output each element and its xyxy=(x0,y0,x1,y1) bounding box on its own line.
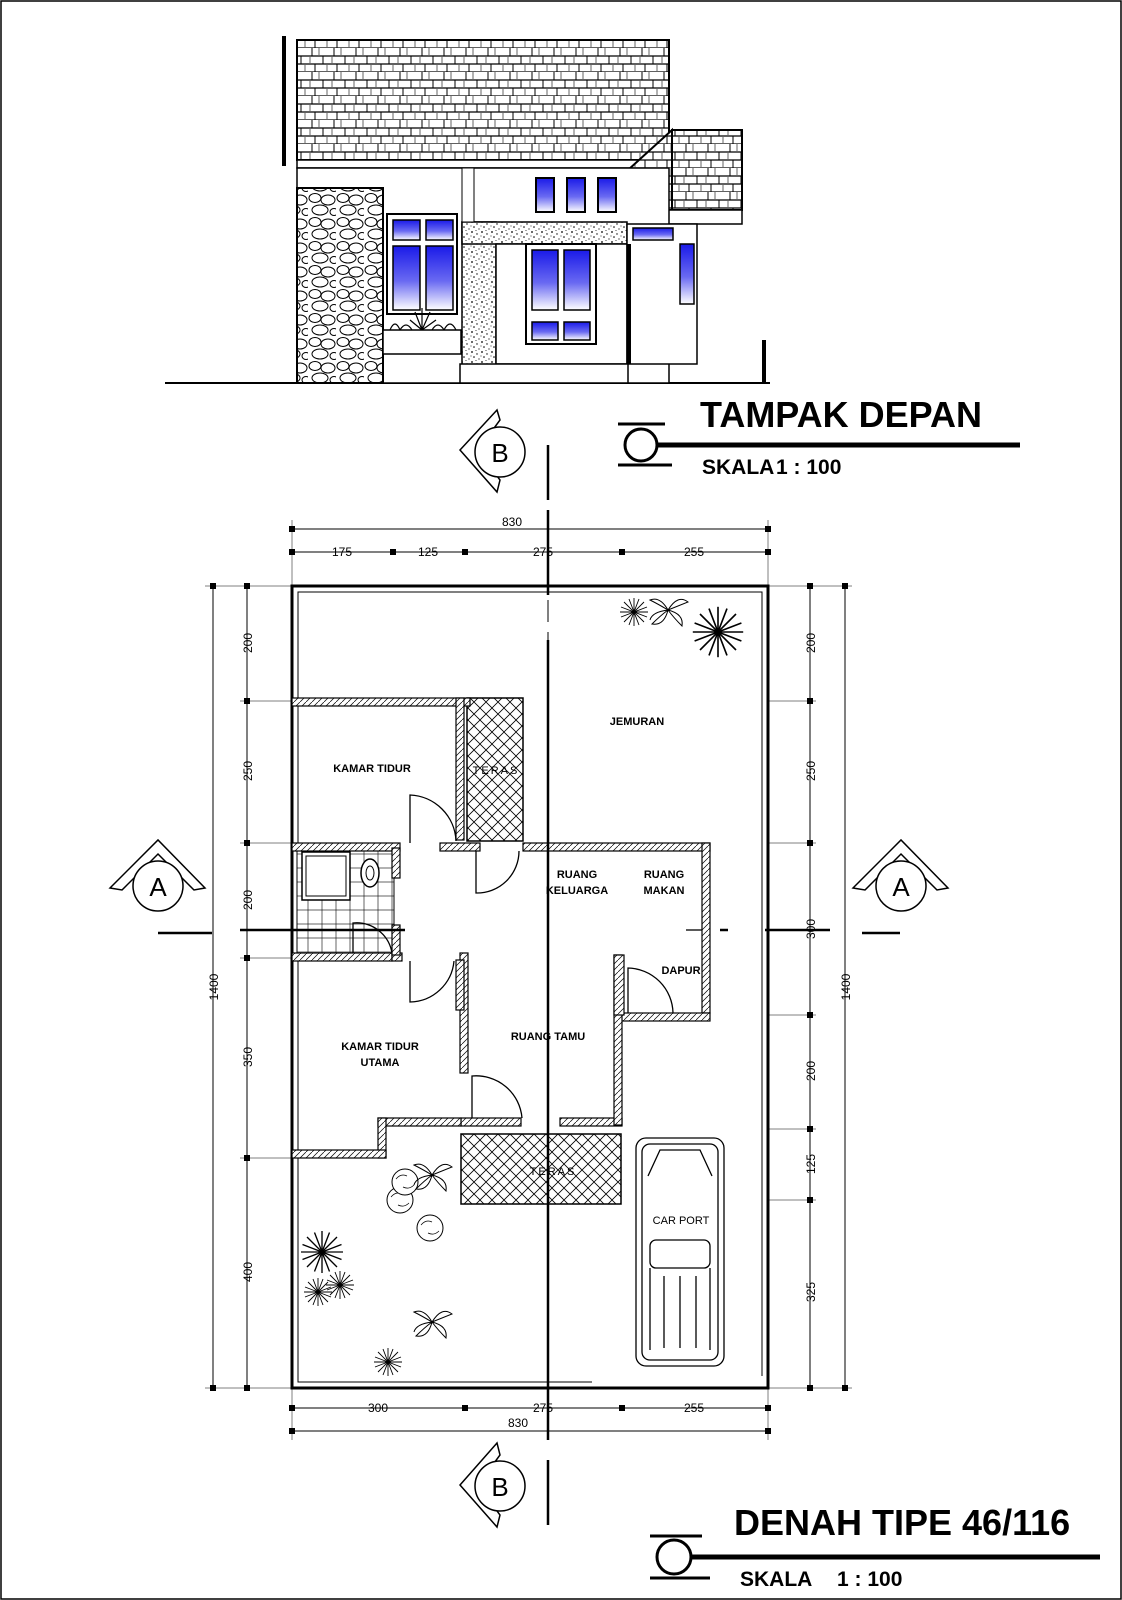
dim-right-4: 200 xyxy=(804,1061,818,1081)
section-marker-b-top: B xyxy=(458,408,526,494)
room-ruang-makan-line1: RUANG xyxy=(644,869,684,881)
room-kamar-utama-line2: UTAMA xyxy=(361,1057,400,1069)
elevation-title: TAMPAK DEPAN xyxy=(700,394,982,435)
dim-right-6: 325 xyxy=(804,1282,818,1302)
dimension-lines xyxy=(205,520,852,1440)
dim-right-1: 200 xyxy=(804,633,818,653)
front-elevation xyxy=(165,36,770,384)
svg-text:A: A xyxy=(149,872,167,902)
svg-text:B: B xyxy=(491,438,508,468)
dim-top-1: 175 xyxy=(332,545,352,559)
dim-bottom-1: 300 xyxy=(368,1401,388,1415)
dim-right-5: 125 xyxy=(804,1154,818,1174)
room-dapur: DAPUR xyxy=(661,965,700,977)
room-kamar-utama-line1: KAMAR TIDUR xyxy=(341,1041,419,1053)
section-marker-a-right: A xyxy=(851,838,950,912)
section-marker-a-left: A xyxy=(108,838,207,912)
dim-right-3: 300 xyxy=(804,919,818,939)
elevation-title-block: TAMPAK DEPAN SKALA 1 : 100 xyxy=(618,394,1020,479)
room-kamar-tidur: KAMAR TIDUR xyxy=(333,763,411,775)
section-markers: B B A A xyxy=(108,408,950,1529)
room-car-port: CAR PORT xyxy=(653,1215,710,1227)
dim-left-3: 200 xyxy=(241,890,255,910)
room-ruang-makan-line2: MAKAN xyxy=(644,885,685,897)
svg-text:B: B xyxy=(491,1472,508,1502)
plan-scale-value: 1 : 100 xyxy=(837,1568,902,1591)
floor-plan: KAMAR TIDUR TERAS JEMURAN RUANG KELUARGA… xyxy=(158,445,900,1525)
dim-left-4: 350 xyxy=(241,1047,255,1067)
elevation-scale-value: 1 : 100 xyxy=(776,456,841,479)
dim-top-3: 275 xyxy=(533,545,553,559)
room-ruang-keluarga-line1: RUANG xyxy=(557,869,597,881)
dim-top-2: 125 xyxy=(418,545,438,559)
plan-scale-label: SKALA xyxy=(740,1568,812,1591)
svg-text:A: A xyxy=(892,872,910,902)
room-ruang-keluarga-line2: KELUARGA xyxy=(546,885,608,897)
car-icon xyxy=(635,1137,725,1367)
dim-left-1: 200 xyxy=(241,633,255,653)
plan-title-block: DENAH TIPE 46/116 SKALA 1 : 100 xyxy=(650,1502,1100,1591)
room-teras-front: TERAS xyxy=(530,1166,577,1178)
dim-bottom-2: 275 xyxy=(533,1401,553,1415)
room-teras-back: TERAS xyxy=(473,765,520,777)
dim-top-total: 830 xyxy=(502,515,522,529)
dim-top-4: 255 xyxy=(684,545,704,559)
plan-title: DENAH TIPE 46/116 xyxy=(734,1502,1070,1543)
dim-left-total: 1400 xyxy=(207,973,221,1000)
dim-right-2: 250 xyxy=(804,761,818,781)
room-jemuran: JEMURAN xyxy=(610,716,664,728)
dim-bottom-total: 830 xyxy=(508,1416,528,1430)
dim-left-2: 250 xyxy=(241,761,255,781)
section-marker-b-bottom: B xyxy=(459,1441,526,1529)
elevation-scale-label: SKALA xyxy=(702,456,774,479)
dim-left-5: 400 xyxy=(241,1262,255,1282)
dim-right-total: 1400 xyxy=(839,973,853,1000)
dim-bottom-3: 255 xyxy=(684,1401,704,1415)
